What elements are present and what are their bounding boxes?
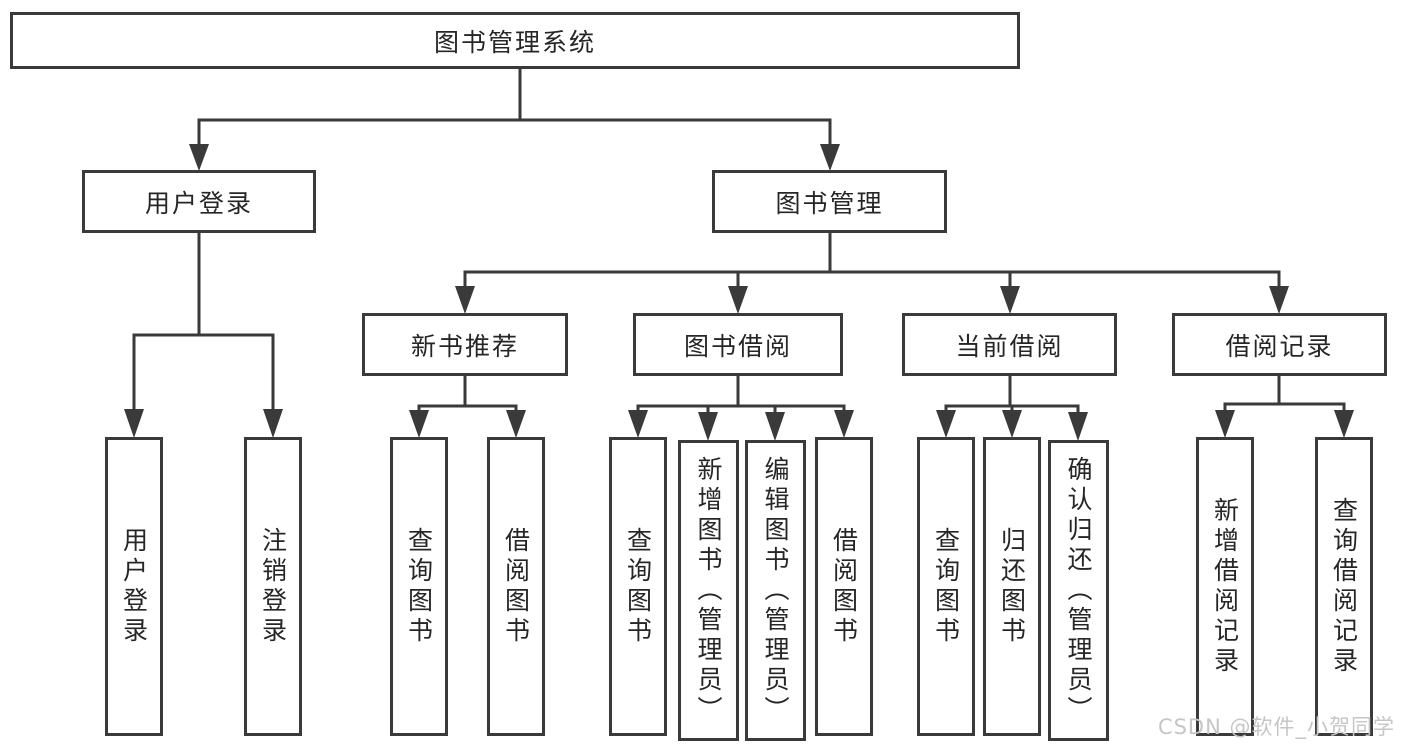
arrowhead <box>506 410 526 438</box>
arrowhead <box>1068 412 1088 441</box>
edge-book-borrow-branch <box>628 376 854 441</box>
leaf-borrow-borrow-book-label: 借阅图书 <box>829 526 859 647</box>
leaf-records-query-record: 查询借阅记录 <box>1315 437 1373 736</box>
leaf-borrow-edit-book-admin: 编辑图书（管理员） <box>745 440 806 741</box>
leaf-borrow-borrow-book: 借阅图书 <box>815 437 873 736</box>
node-new-book-recommend: 新书推荐 <box>362 313 568 376</box>
node-book-borrow-label: 图书借阅 <box>683 331 792 361</box>
arrowhead <box>820 144 840 171</box>
leaf-current-confirm-return-admin: 确认归还（管理员） <box>1048 440 1109 741</box>
leaf-current-query-book: 查询图书 <box>917 437 975 736</box>
leaf-recommend-query-book: 查询图书 <box>390 437 448 736</box>
arrowhead <box>124 409 144 438</box>
edge-new-book-recommend-branch <box>409 376 526 438</box>
edge-user-login-branch <box>124 232 283 438</box>
arrowhead <box>834 410 854 438</box>
arrowhead <box>936 410 956 438</box>
leaf-recommend-query-book-label: 查询图书 <box>404 526 434 647</box>
leaf-logout-label: 注销登录 <box>258 526 288 647</box>
edge-borrow-records-branch <box>1215 376 1354 438</box>
leaf-borrow-add-book-admin: 新增图书（管理员） <box>678 440 739 741</box>
node-book-management: 图书管理 <box>712 170 947 233</box>
edge-book-management-branch <box>455 232 1289 314</box>
leaf-current-return-book: 归还图书 <box>983 437 1041 736</box>
arrowhead <box>409 410 429 438</box>
node-borrow-records-label: 借阅记录 <box>1225 331 1334 361</box>
leaf-borrow-add-book-admin-label: 新增图书（管理员） <box>694 455 723 726</box>
node-user-login: 用户登录 <box>82 170 316 233</box>
node-new-book-recommend-label: 新书推荐 <box>410 331 519 361</box>
arrowhead <box>189 144 209 171</box>
node-current-borrow-label: 当前借阅 <box>955 331 1064 361</box>
arrowhead <box>1002 410 1022 438</box>
leaf-current-confirm-return-admin-label: 确认归还（管理员） <box>1064 455 1093 726</box>
node-root: 图书管理系统 <box>10 12 1020 69</box>
arrowhead <box>1000 286 1020 314</box>
leaf-recommend-borrow-book: 借阅图书 <box>487 437 545 736</box>
edge-current-borrow-branch <box>936 376 1088 441</box>
leaf-records-add-record-label: 新增借阅记录 <box>1210 496 1240 677</box>
arrowhead <box>698 412 718 441</box>
leaf-records-query-record-label: 查询借阅记录 <box>1329 496 1359 677</box>
node-user-login-label: 用户登录 <box>144 188 253 218</box>
node-book-borrow: 图书借阅 <box>633 313 843 376</box>
arrowhead <box>263 409 283 438</box>
arrowhead <box>728 286 748 314</box>
leaf-user-login-label: 用户登录 <box>119 526 149 647</box>
arrowhead <box>628 410 648 438</box>
node-borrow-records: 借阅记录 <box>1172 313 1387 376</box>
watermark: CSDN @软件_小贺同学 <box>1157 715 1395 739</box>
leaf-user-login: 用户登录 <box>105 437 163 736</box>
arrowhead <box>1269 286 1289 314</box>
edge-root-to-level2 <box>189 68 840 171</box>
leaf-borrow-query-book: 查询图书 <box>609 437 667 736</box>
arrowhead <box>1334 410 1354 438</box>
leaf-current-query-book-label: 查询图书 <box>931 526 961 647</box>
arrowhead <box>765 412 785 441</box>
node-current-borrow: 当前借阅 <box>902 313 1117 376</box>
node-book-management-label: 图书管理 <box>775 188 884 218</box>
arrowhead <box>1215 410 1235 438</box>
arrowhead <box>455 286 475 314</box>
leaf-recommend-borrow-book-label: 借阅图书 <box>501 526 531 647</box>
leaf-logout: 注销登录 <box>244 437 302 736</box>
leaf-borrow-query-book-label: 查询图书 <box>623 526 653 647</box>
leaf-records-add-record: 新增借阅记录 <box>1196 437 1254 736</box>
leaf-borrow-edit-book-admin-label: 编辑图书（管理员） <box>761 455 790 726</box>
node-root-label: 图书管理系统 <box>433 27 596 57</box>
leaf-current-return-book-label: 归还图书 <box>997 526 1027 647</box>
